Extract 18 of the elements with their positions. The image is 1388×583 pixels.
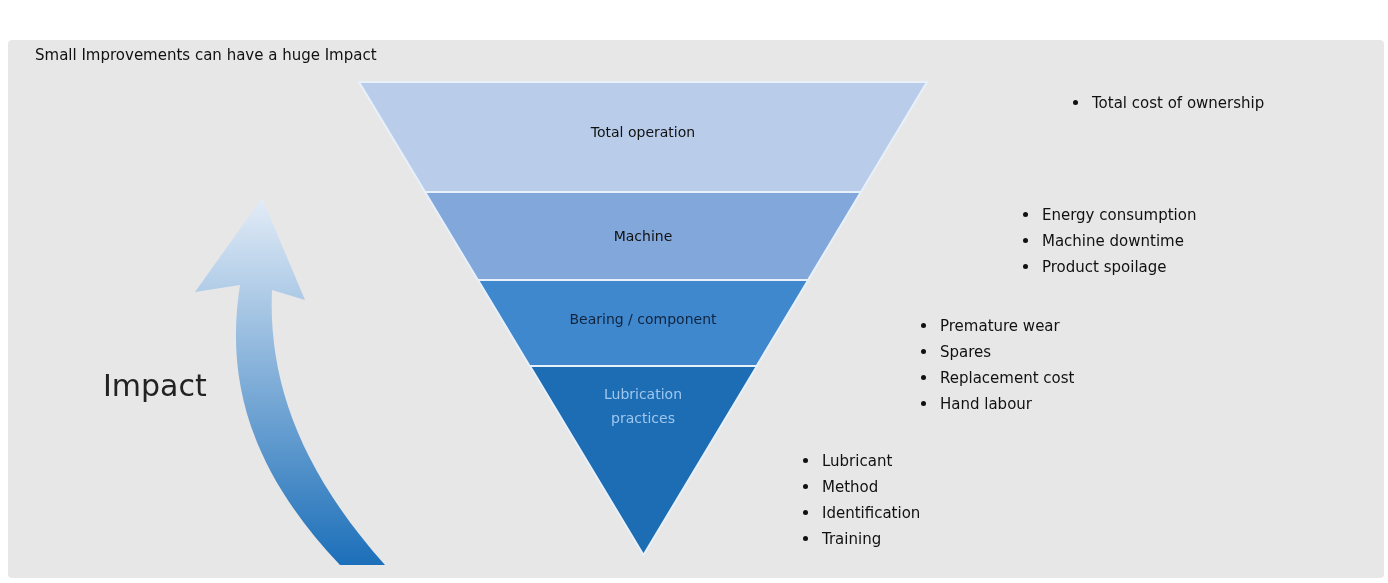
bullet-text: Hand labour [940,395,1032,413]
bullet-text: Premature wear [940,317,1060,335]
bullet-text: Product spoilage [1042,258,1167,276]
bullet-text: Lubricant [822,452,893,470]
bullet-text: Spares [940,343,992,361]
bullet-text: Machine downtime [1042,232,1184,250]
band-label: Total operation [589,122,697,141]
band-label: Lubrication practices [602,385,683,428]
bullet-text: Method [822,478,879,496]
band-label: Machine [612,227,674,245]
bullet-text: Total cost of ownership [1092,94,1265,112]
title: Small Improvements can have a huge Impact [35,46,377,64]
bullet-text: Identification [822,504,921,522]
bullet-text: Replacement cost [940,369,1075,387]
axis-label: Impact [103,368,207,403]
bullet-text: Energy consumption [1042,206,1197,224]
band-label: Bearing / component [568,309,718,328]
bullet-text: Training [822,530,882,548]
